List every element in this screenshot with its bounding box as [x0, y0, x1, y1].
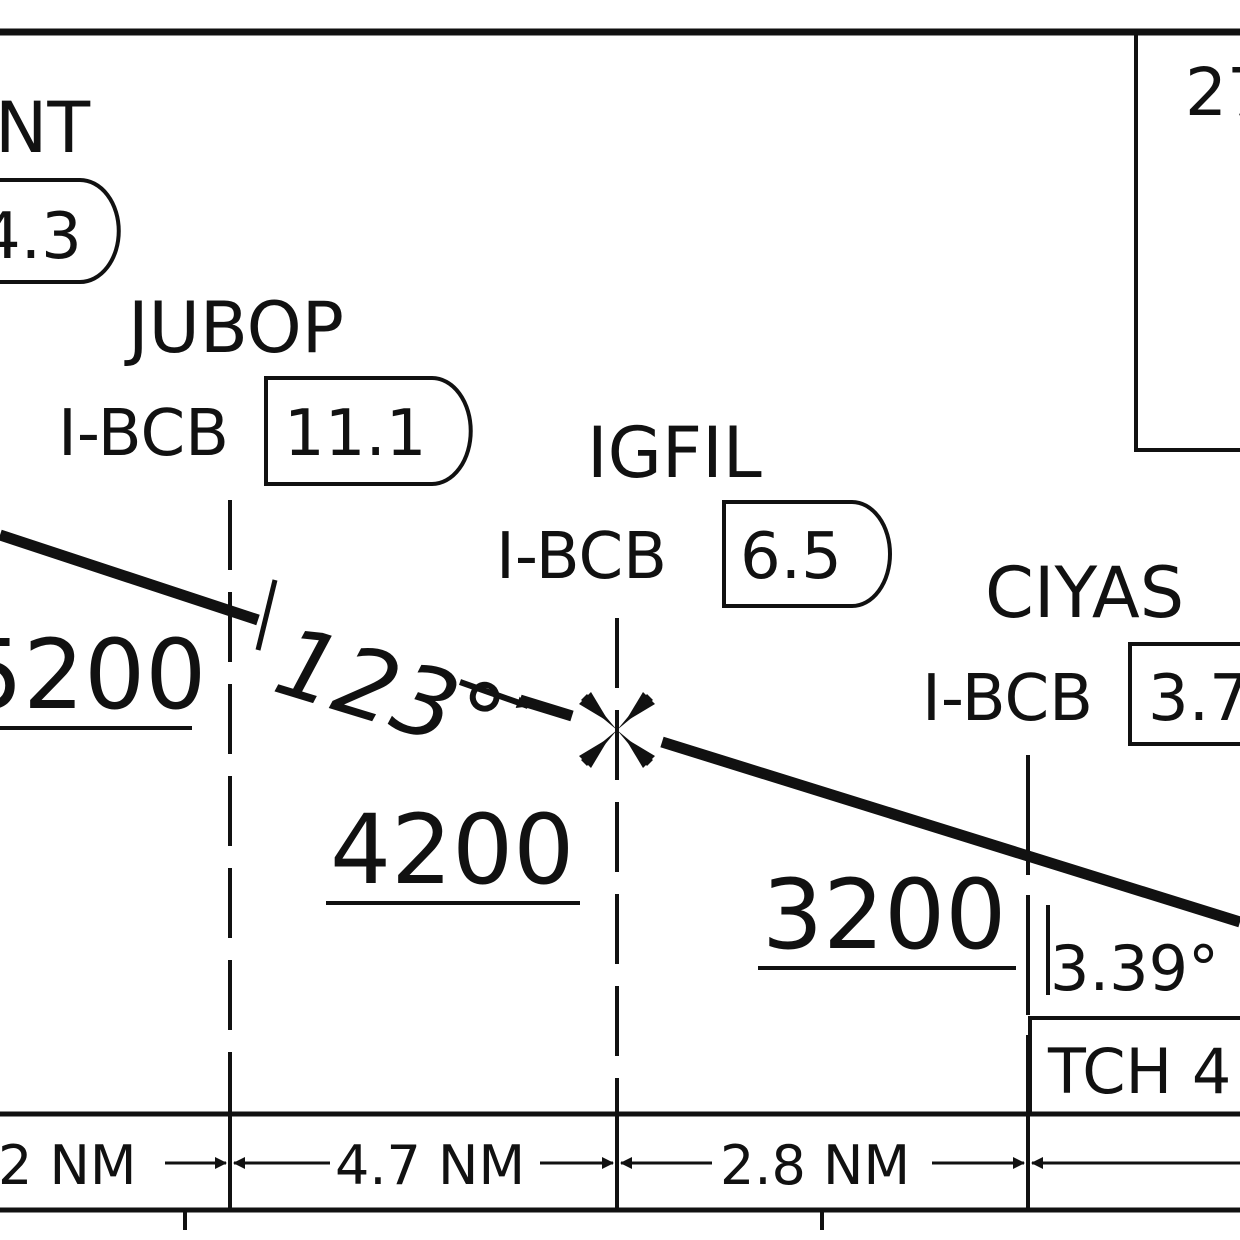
igfil-dme-box: [722, 500, 892, 608]
tch-label: TCH 4: [1047, 1035, 1231, 1108]
igfil-name: IGFIL: [587, 412, 762, 494]
glideslope-angle: 3.39°: [1050, 932, 1219, 1005]
leg-distance-1: 2 NM: [0, 1134, 137, 1197]
altitude-5200: 5200: [0, 619, 206, 731]
jubop-dme-box: [264, 376, 473, 486]
airport-inset-box: [1134, 34, 1240, 452]
jubop-name: JUBOP: [124, 287, 344, 369]
course-label: 123°: [263, 605, 517, 780]
ciyas-localizer: I-BCB: [922, 662, 1093, 736]
jubop-localizer: I-BCB: [58, 397, 229, 471]
igfil-dme-value: 6.5: [740, 520, 842, 594]
descent-path-segment: [0, 529, 260, 626]
partial-dme-box: [0, 178, 121, 284]
igfil-localizer: I-BCB: [496, 520, 667, 594]
arrow-right-icon: [459, 679, 529, 709]
jubop-dme-value: 11.1: [284, 397, 427, 471]
partial-dme-value: 4.3: [0, 200, 82, 274]
inset-label: 27: [1185, 54, 1240, 131]
descent-path-segment: [518, 694, 574, 722]
ciyas-dme-value: 3.7: [1148, 662, 1240, 736]
altitude-3200: 3200: [762, 859, 1006, 971]
descent-path-segment: [660, 736, 1240, 928]
partial-fix-name: NT: [0, 87, 90, 169]
leg-distance-2: 4.7 NM: [335, 1134, 525, 1197]
maltese-cross-icon: [579, 692, 655, 768]
tch-box: [1028, 1016, 1240, 1114]
ciyas-name: CIYAS: [985, 552, 1184, 634]
leg-distance-3: 2.8 NM: [720, 1134, 910, 1197]
jubop-crossing-tick: [255, 579, 278, 651]
ciyas-dme-box: [1128, 642, 1240, 746]
altitude-4200: 4200: [330, 794, 574, 906]
